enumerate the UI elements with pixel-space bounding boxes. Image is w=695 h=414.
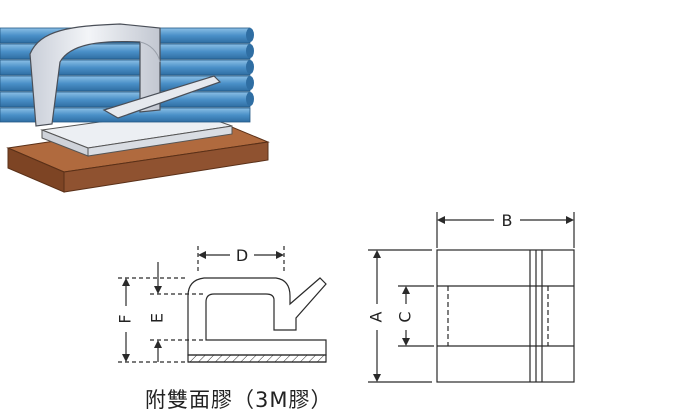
dimension-b — [436, 212, 575, 248]
adhesive-layer — [187, 354, 327, 363]
caption-adhesive-note: 附雙面膠（3M膠） — [145, 388, 333, 412]
side-view — [187, 277, 327, 363]
label-e: E — [148, 313, 167, 323]
clip-strap — [29, 23, 222, 127]
label-a: A — [367, 311, 386, 322]
label-d: D — [236, 246, 248, 265]
dimension-c — [398, 285, 434, 347]
label-b: B — [502, 211, 513, 230]
dimension-e — [150, 262, 204, 362]
label-f: F — [116, 314, 135, 323]
dimension-a — [368, 249, 432, 383]
dimension-d — [197, 246, 285, 274]
dimension-f — [118, 277, 186, 363]
front-view — [436, 249, 575, 383]
label-c: C — [396, 311, 415, 322]
